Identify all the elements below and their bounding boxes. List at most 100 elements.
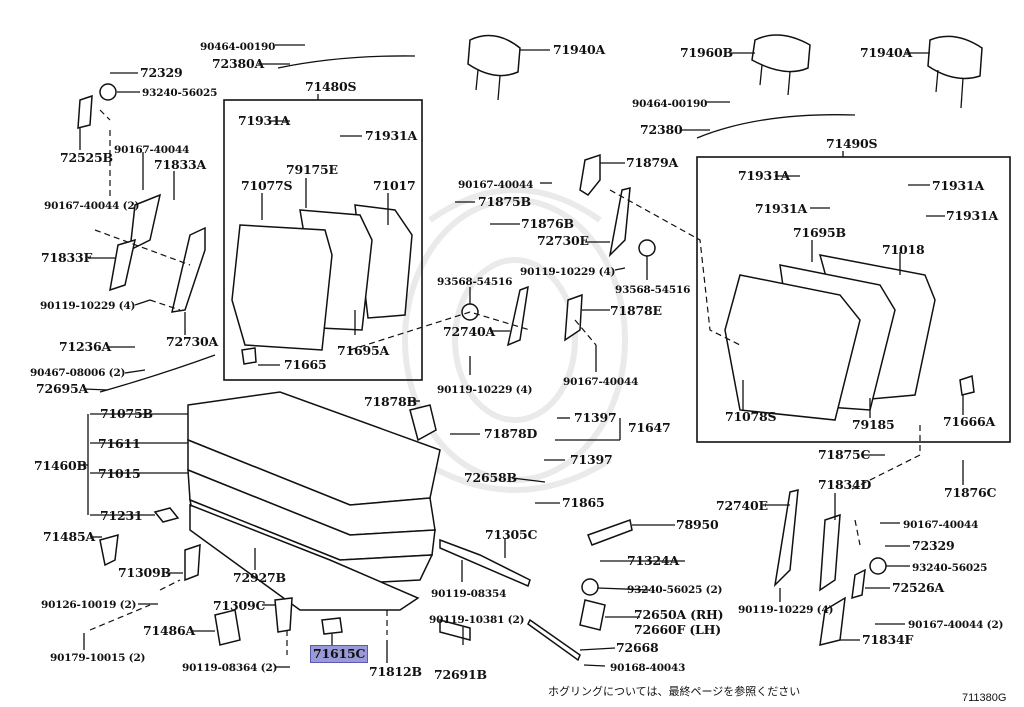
part-label-90167-40044[interactable]: 90167-40044 [458, 179, 534, 191]
part-label-72329[interactable]: 72329 [912, 538, 955, 553]
part-label-71460B[interactable]: 71460B [34, 458, 87, 473]
part-label-71834F[interactable]: 71834F [862, 632, 914, 647]
part-label-93240-56025[interactable]: 93240-56025 [912, 562, 988, 574]
part-label-71875C[interactable]: 71875C [818, 447, 871, 462]
headrest-icon [927, 35, 983, 109]
part-label-72658B[interactable]: 72658B [464, 470, 517, 485]
part-label-93568-54516[interactable]: 93568-54516 [615, 284, 691, 296]
part-label-90168-40043[interactable]: 90168-40043 [610, 662, 686, 674]
part-label-71940A[interactable]: 71940A [860, 45, 912, 60]
part-label-71865[interactable]: 71865 [562, 495, 605, 510]
part-label-78950[interactable]: 78950 [676, 517, 719, 532]
assembly-dashed-lines [89, 109, 921, 655]
part-label-71231[interactable]: 71231 [100, 508, 143, 523]
part-label-71940A[interactable]: 71940A [553, 42, 605, 57]
part-label-90119-10229-4[interactable]: 90119-10229 (4) [520, 266, 616, 278]
part-label-90467-08006-2[interactable]: 90467-08006 (2) [30, 367, 126, 379]
part-label-71015[interactable]: 71015 [98, 466, 141, 481]
part-label-71077S[interactable]: 71077S [241, 178, 293, 193]
part-label-71833A[interactable]: 71833A [154, 157, 206, 172]
part-label-71309B[interactable]: 71309B [118, 565, 171, 580]
part-label-90167-40044[interactable]: 90167-40044 [563, 376, 639, 388]
part-label-71078S[interactable]: 71078S [725, 409, 777, 424]
part-label-72740A[interactable]: 72740A [443, 324, 495, 339]
part-label-71485A[interactable]: 71485A [43, 529, 95, 544]
part-label-72329[interactable]: 72329 [140, 65, 183, 80]
part-label-79185[interactable]: 79185 [852, 417, 895, 432]
part-label-72691B[interactable]: 72691B [434, 667, 487, 682]
part-label-93240-56025[interactable]: 93240-56025 [142, 87, 218, 99]
part-label-90126-10019-2[interactable]: 90126-10019 (2) [41, 599, 137, 611]
hinge-72730A-icon [171, 226, 206, 313]
part-label-72526A[interactable]: 72526A [892, 580, 944, 595]
part-label-71075B[interactable]: 71075B [100, 406, 153, 421]
part-label-71695B[interactable]: 71695B [793, 225, 846, 240]
part-label-71490S[interactable]: 71490S [826, 136, 878, 151]
part-label-72380A[interactable]: 72380A [212, 56, 264, 71]
part-label-71878D[interactable]: 71878D [484, 426, 538, 441]
part-label-71236A[interactable]: 71236A [59, 339, 111, 354]
part-label-71647[interactable]: 71647 [628, 420, 671, 435]
part-label-71695A[interactable]: 71695A [337, 343, 389, 358]
part-label-71876C[interactable]: 71876C [944, 485, 997, 500]
part-label-90119-10229-4[interactable]: 90119-10229 (4) [437, 384, 533, 396]
part-label-71931A[interactable]: 71931A [932, 178, 984, 193]
part-label-90167-40044[interactable]: 90167-40044 [114, 144, 190, 156]
part-label-93568-54516[interactable]: 93568-54516 [437, 276, 513, 288]
part-label-90464-00190[interactable]: 90464-00190 [200, 41, 276, 53]
part-label-90167-40044[interactable]: 90167-40044 [903, 519, 979, 531]
part-label-71878E[interactable]: 71878E [610, 303, 662, 318]
part-label-90167-40044-2[interactable]: 90167-40044 (2) [908, 619, 1004, 631]
part-label-71931A[interactable]: 71931A [946, 208, 998, 223]
part-label-71834D[interactable]: 71834D [818, 477, 872, 492]
part-label-90119-08364-2[interactable]: 90119-08364 (2) [182, 662, 278, 674]
part-label-71305C[interactable]: 71305C [485, 527, 538, 542]
part-label-90167-40044-2[interactable]: 90167-40044 (2) [44, 200, 140, 212]
part-label-71397[interactable]: 71397 [570, 452, 613, 467]
part-label-71480S[interactable]: 71480S [305, 79, 357, 94]
part-label-71486A[interactable]: 71486A [143, 623, 195, 638]
part-label-71666A[interactable]: 71666A [943, 414, 995, 429]
part-label-90119-10381-2[interactable]: 90119-10381 (2) [429, 614, 525, 626]
part-label-71878B[interactable]: 71878B [364, 394, 417, 409]
part-label-71611[interactable]: 71611 [98, 436, 141, 451]
part-label-72740E[interactable]: 72740E [716, 498, 768, 513]
part-label-90119-10229-4[interactable]: 90119-10229 (4) [40, 300, 136, 312]
part-label-71875B[interactable]: 71875B [478, 194, 531, 209]
part-label-72927B[interactable]: 72927B [233, 570, 286, 585]
part-label-72660F-LH[interactable]: 72660F (LH) [634, 622, 721, 637]
part-label-72730E[interactable]: 72730E [537, 233, 589, 248]
part-label-71960B[interactable]: 71960B [680, 45, 733, 60]
part-label-71931A[interactable]: 71931A [738, 168, 790, 183]
part-label-93240-56025-2[interactable]: 93240-56025 (2) [627, 584, 723, 596]
part-label-71309C[interactable]: 71309C [213, 598, 266, 613]
part-label-71615C-highlighted[interactable]: 71615C [310, 645, 369, 663]
part-label-71931A[interactable]: 71931A [365, 128, 417, 143]
part-label-71665[interactable]: 71665 [284, 357, 327, 372]
part-label-90119-10229-4[interactable]: 90119-10229 (4) [738, 604, 834, 616]
part-label-72695A[interactable]: 72695A [36, 381, 88, 396]
part-label-72730A[interactable]: 72730A [166, 334, 218, 349]
part-label-90179-10015-2[interactable]: 90179-10015 (2) [50, 652, 146, 664]
part-label-71876B[interactable]: 71876B [521, 216, 574, 231]
part-label-72650A-RH[interactable]: 72650A (RH) [634, 607, 724, 622]
part-label-71879A[interactable]: 71879A [626, 155, 678, 170]
part-label-71324A[interactable]: 71324A [627, 553, 679, 568]
part-label-71812B[interactable]: 71812B [369, 664, 422, 679]
part-label-90464-00190[interactable]: 90464-00190 [632, 98, 708, 110]
clip-71666A-icon [959, 374, 975, 396]
part-label-71931A[interactable]: 71931A [755, 201, 807, 216]
part-label-71017[interactable]: 71017 [373, 178, 416, 193]
part-label-72525B[interactable]: 72525B [60, 150, 113, 165]
part-label-71018[interactable]: 71018 [882, 242, 925, 257]
part-label-79175E[interactable]: 79175E [286, 162, 338, 177]
part-label-71397[interactable]: 71397 [574, 410, 617, 425]
part-label-72668[interactable]: 72668 [616, 640, 659, 655]
part-label-90119-08354[interactable]: 90119-08354 [431, 588, 507, 600]
seat-cushion-icon [187, 391, 441, 611]
diagram-code: 711380G [962, 692, 1007, 704]
part-label-71833F[interactable]: 71833F [41, 250, 93, 265]
part-label-71931A[interactable]: 71931A [238, 113, 290, 128]
part-label-72380[interactable]: 72380 [640, 122, 683, 137]
